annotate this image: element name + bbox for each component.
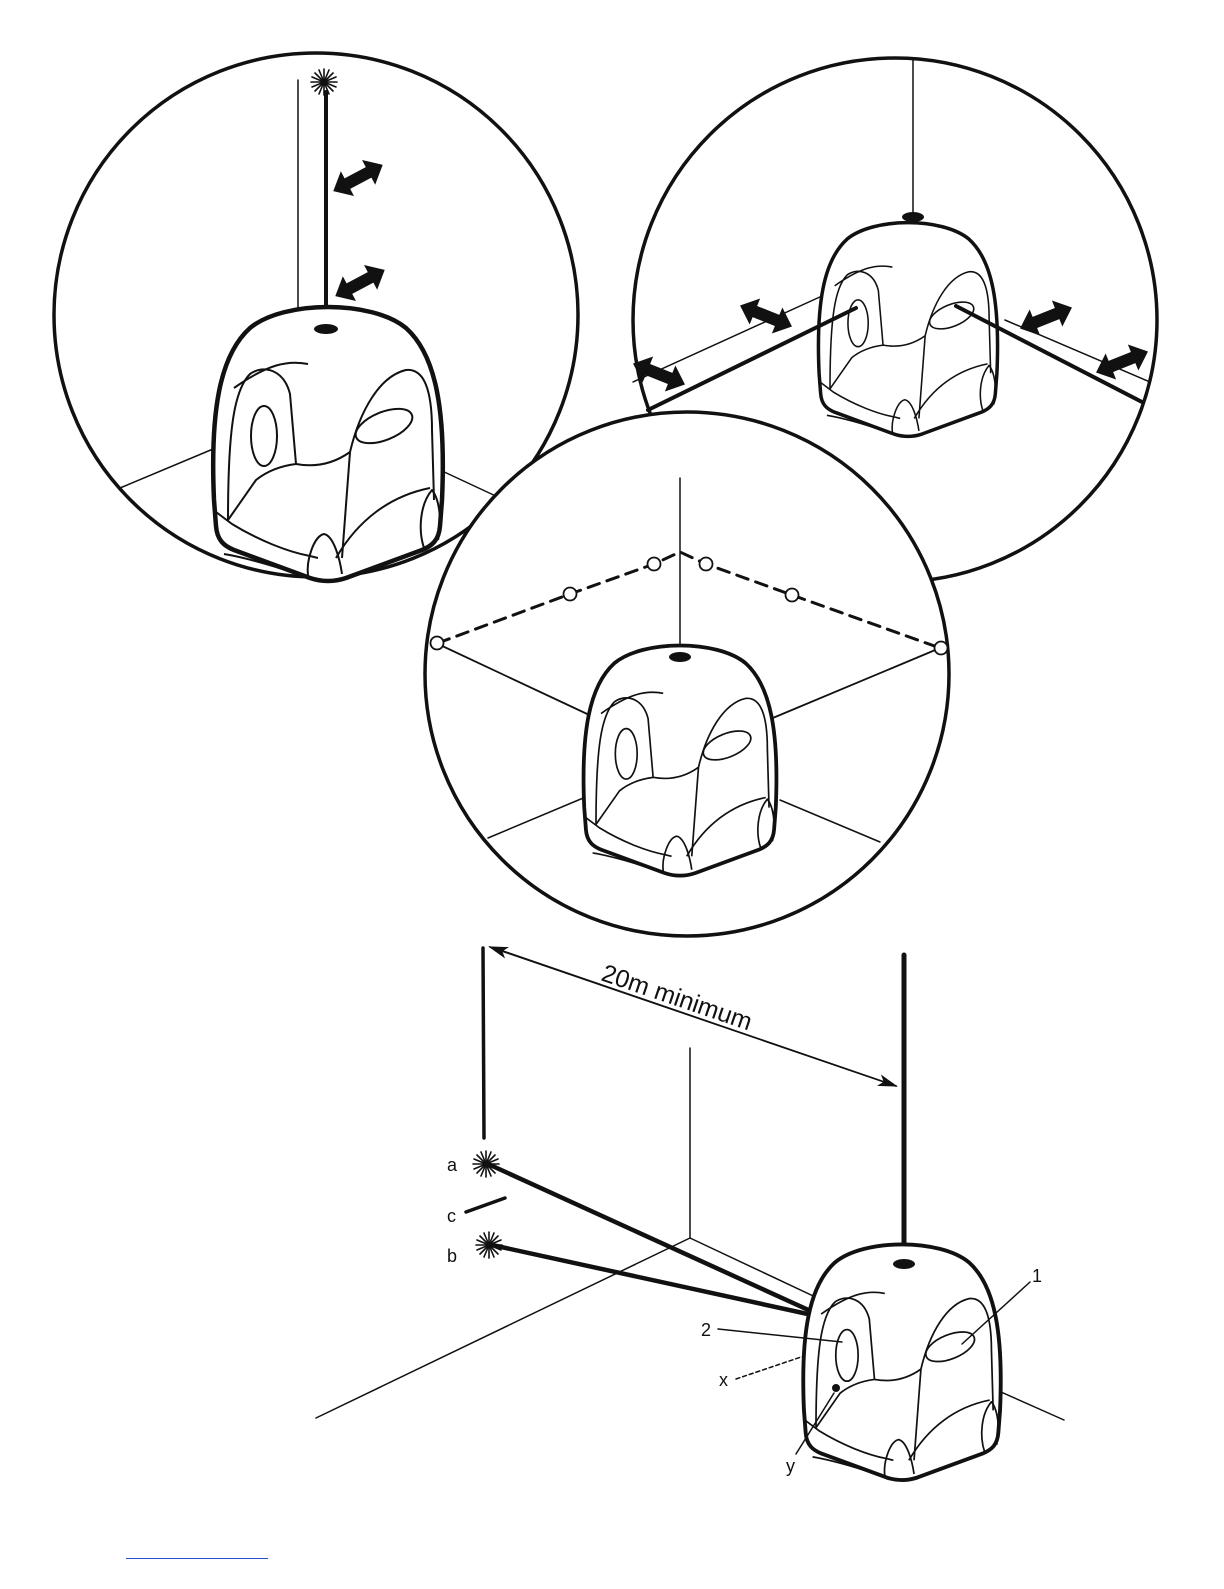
point-b-label: b bbox=[447, 1246, 457, 1266]
footer-rule bbox=[126, 1558, 268, 1559]
panel-level-check bbox=[425, 412, 949, 936]
laser-level-unit bbox=[584, 645, 777, 875]
laser-burst-icon bbox=[311, 69, 337, 95]
callout-y-label: y bbox=[786, 1456, 795, 1476]
callout-1-label: 1 bbox=[1032, 1266, 1042, 1286]
laser-level-unit bbox=[818, 223, 997, 437]
calibration-diagram: 20m minimum a c b 1 2 x y bbox=[316, 947, 1064, 1480]
laser-burst-icon bbox=[473, 1151, 499, 1177]
callout-x-label: x bbox=[719, 1370, 728, 1390]
callout-2-label: 2 bbox=[701, 1320, 711, 1340]
laser-level-unit bbox=[803, 1244, 1001, 1480]
point-c-label: c bbox=[447, 1206, 456, 1226]
distance-label: 20m minimum bbox=[598, 959, 756, 1036]
point-a-label: a bbox=[447, 1155, 458, 1175]
laser-burst-icon bbox=[476, 1232, 502, 1258]
laser-level-unit bbox=[213, 307, 443, 581]
